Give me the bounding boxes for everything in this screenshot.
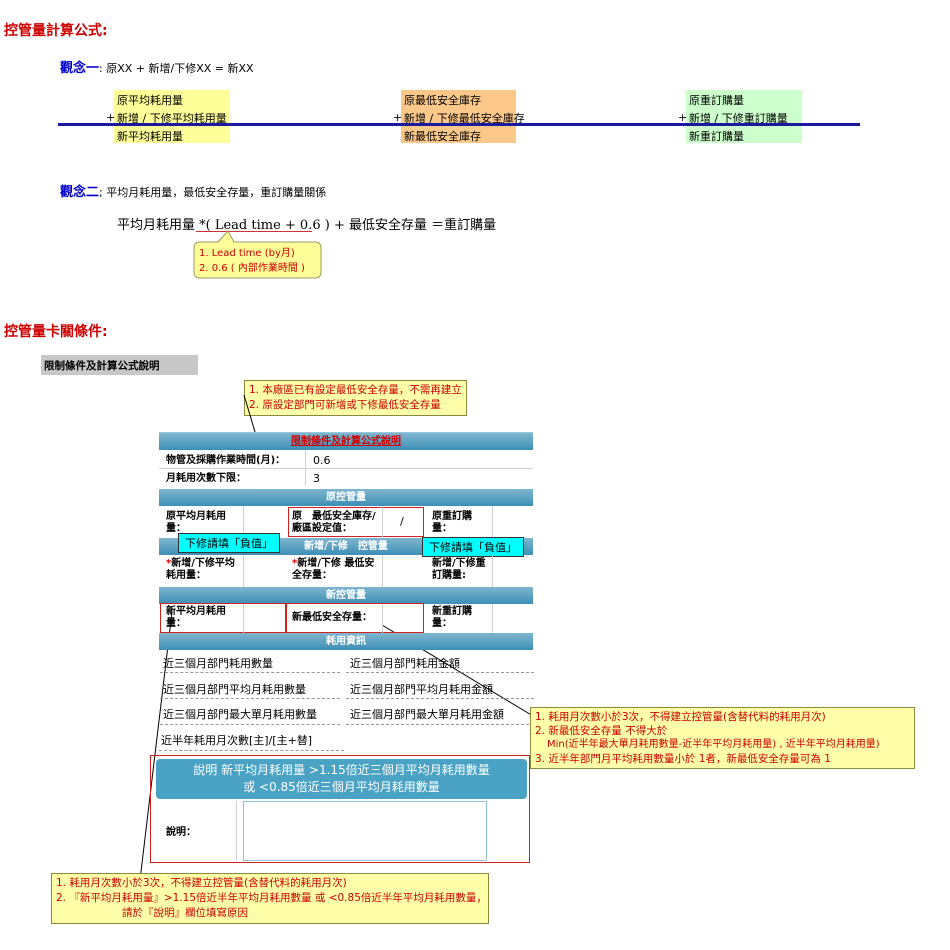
concept2: 觀念二; 平均月耗用量，最低安全存量，重訂購量關係 [60,181,326,200]
note-right-line1: 1. 耗用月次數小於3次，不得建立控管量(含替代料的耗用月次) [535,711,826,723]
concept2-label: 觀念二 [60,185,100,200]
equation-underline [196,231,312,232]
explain-line1: 說明 新平均月耗用量 >1.15倍近三個月平均月耗用數量 [193,763,490,777]
dash-2a [160,698,340,699]
grid-n2 [382,555,383,587]
col1-mid: 新增 / 下修平均耗用量 [114,108,230,126]
dash-1b [346,672,534,673]
dash-3b [346,724,534,725]
grid-o1 [243,506,244,538]
usage-amt-3m: 近三個月部門耗用金額 [350,657,460,670]
band-control: 新控管量 [159,587,533,604]
note-right-line4: 3. 近半年部門月平均耗用數量小於 1者，新最低安全存量可為 1 [535,753,831,765]
usage-max-amt-3m: 近三個月部門最大單月耗用金額 [350,708,504,721]
new-reorder-label: 新增/下修重訂購量: [432,558,486,581]
orig-reorder-label: 原重訂購量： [432,511,472,534]
col1-plus: + [106,111,116,124]
lead-time-value: 0.6 [313,454,331,467]
note-bottom-line1: 1. 耗用月次數小於3次，不得建立控管量(含替代料的耗用月次) [56,877,347,889]
dash-4 [159,750,344,751]
bubble-negative-left: 下修請填「負值」 [178,533,280,553]
note-top-line2: 2. 原設定部門可新增或下修最低安全存量 [249,399,441,411]
orig-min-highlight [288,507,424,537]
note-bottom-line2: 2. 『新平均月耗用量』>1.15倍近半年平均月耗用數量 或 <0.85倍近半年… [56,892,487,904]
sum-line [58,123,860,126]
col2-mid: 新增 / 下修最低安全庫存 [401,108,525,126]
leadtime-note-line1: 1. Lead time (by月) [199,248,295,259]
ctrl-reorder-label: 新重訂購量： [432,606,472,629]
min-usage-label: 月耗用次數下限： [166,473,246,484]
note-right: 1. 耗用月次數小於3次，不得建立控管量(含替代料的耗用月次) 2. 新最低安全… [530,707,915,769]
orig-avg-label: 原平均月耗用量： [166,511,226,534]
col3-top: 原重訂購量 [686,90,802,108]
orig-min-value: / [400,515,404,528]
conditions-title: 控管量卡關條件: [4,324,108,340]
min-usage-value: 3 [313,472,320,485]
col2-plus: + [393,111,403,124]
explain-banner: 說明 新平均月耗用量 >1.15倍近三個月平均月耗用數量 或 <0.85倍近三個… [156,759,527,799]
dash-3a [160,724,340,725]
ctrl-min-highlight [286,603,424,633]
ctrl-avg-label: 新平均月耗用量： [166,606,226,629]
concept2-text: ; 平均月耗用量，最低安全存量，重訂購量關係 [99,186,327,199]
conditions-tab[interactable]: 限制條件及計算公式說明 [41,355,198,375]
col2-bottom: 新最低安全庫存 [401,126,516,143]
grid-n3 [492,555,493,587]
ctrl-min-label: 新最低安全存量： [292,612,372,623]
usage-avg-amt-3m: 近三個月部門平均月耗用金額 [350,683,493,696]
grid-c1 [243,604,244,633]
concept1-label: 觀念一 [60,61,100,76]
bubble-negative-right: 下修請填「負值」 [422,537,524,557]
new-min-label: *新增/下修 最低安全存量： [292,558,375,581]
leadtime-note: 1. Lead time (by月) 2. 0.6 ( 內部作業時間 ) [199,246,305,276]
form-header: 限制條件及計算公式說明 [159,433,533,450]
leadtime-callout-shape [193,230,322,279]
ctrl-avg-highlight [160,603,286,633]
orig-min-label: 原 最低安全庫存/廠區設定值： [292,511,376,534]
grid-n1 [243,555,244,587]
explain-frame [150,755,530,863]
grid-row1 [159,468,533,469]
col3-bottom: 新重訂購量 [686,126,802,143]
col1-top: 原平均耗用量 [114,90,230,108]
band-usage: 耗用資訊 [159,633,533,650]
equation: 平均月耗用量 *( Lead time + 0.6 ) + 最低安全存量 ＝重訂… [117,218,497,233]
col1-bottom: 新平均耗用量 [114,126,230,143]
remark-label: 說明： [166,827,196,838]
grid-c2 [382,604,383,633]
remark-textarea[interactable] [243,801,487,861]
concept1-text: : 原XX + 新增/下修XX = 新XX [99,62,254,75]
half-year-count: 近半年耗用月次數[主]/[主+替] [161,734,313,747]
new-avg-label: *新增/下修平均耗用量： [166,558,235,581]
usage-avg-qty-3m: 近三個月部門平均月耗用數量 [163,683,306,696]
grid-o2 [382,506,383,538]
usage-qty-3m: 近三個月部門耗用數量 [163,657,273,670]
note-bottom: 1. 耗用月次數小於3次，不得建立控管量(含替代料的耗用月次) 2. 『新平均月… [51,873,489,924]
note-top-line1: 1. 本廠區已有設定最低安全存量，不需再建立 [249,384,462,396]
grid-remark [236,801,237,861]
note-top: 1. 本廠區已有設定最低安全存量，不需再建立 2. 原設定部門可新增或下修最低安… [244,380,467,416]
note-right-line2: 2. 新最低安全存量 不得大於 [535,725,668,737]
band-original: 原控管量 [159,489,533,506]
usage-max-qty-3m: 近三個月部門最大單月耗用數量 [163,708,317,721]
leadtime-note-line2: 2. 0.6 ( 內部作業時間 ) [199,263,305,274]
dash-1a [160,672,340,673]
col3-mid: 新增 / 下修重訂購量 [686,108,802,126]
lead-time-label: 物管及採購作業時間(月)： [166,455,286,466]
concept1: 觀念一: 原XX + 新增/下修XX = 新XX [60,57,254,76]
col2-top: 原最低安全庫存 [401,90,516,108]
explain-line2: 或 <0.85倍近三個月平均月耗用數量 [243,780,440,794]
note-bottom-line3: 請於『說明』欄位填寫原因 [122,907,248,919]
dash-2b [346,698,534,699]
note-right-line3: Min(近半年最大單月耗用數量-近半年平均月耗用量) , 近半年平均月耗用量) [547,739,880,750]
col3-plus: + [678,111,688,124]
grid-col1 [305,450,306,486]
grid-c3 [492,604,493,633]
grid-o3 [492,506,493,538]
formula-title: 控管量計算公式: [4,23,108,39]
